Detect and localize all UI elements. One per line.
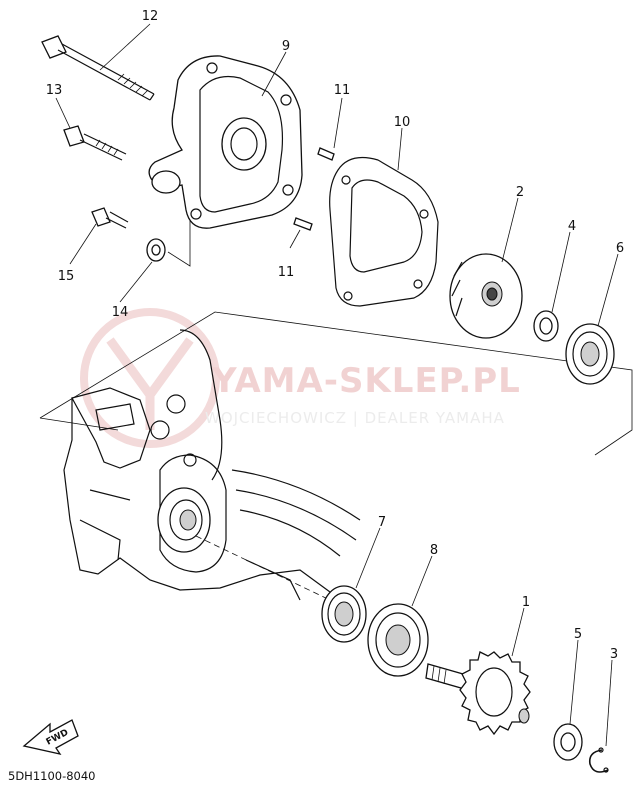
bearing-7 (321, 585, 367, 643)
reference-code: 5DH1100-8040 (8, 769, 96, 783)
callout-8: 8 (430, 543, 438, 558)
plane-outline (39, 311, 633, 456)
impeller-2 (449, 253, 523, 339)
washer-5 (553, 723, 583, 761)
callout-3: 3 (610, 647, 618, 662)
bolt-13 (63, 125, 127, 161)
callout-labels: 12 13 9 11 10 2 4 6 11 15 14 7 8 1 5 3 (46, 9, 624, 662)
callout-1: 1 (522, 595, 530, 610)
bearing-8 (367, 603, 429, 677)
bolt-12 (41, 35, 155, 101)
watermark: YAMA-SKLEP.PL WOJCIECHOWICZ | DEALER YAM… (80, 308, 521, 448)
impeller-shaft-1 (425, 651, 531, 736)
callout-6: 6 (616, 241, 624, 256)
callout-10: 10 (394, 115, 411, 130)
washer-4 (533, 310, 559, 342)
washer-14 (146, 238, 166, 262)
circlip-3 (588, 747, 609, 773)
callout-14: 14 (112, 305, 129, 320)
callout-15: 15 (58, 269, 75, 284)
callout-11: 11 (334, 83, 351, 98)
leader-lines (55, 23, 619, 747)
fwd-arrow-icon: FWD (22, 719, 79, 755)
plane-outline-lower (39, 417, 119, 431)
watermark-logo-icon (80, 308, 220, 448)
pump-cover-9 (148, 55, 303, 229)
crankcase (63, 329, 361, 601)
callout-5: 5 (574, 627, 582, 642)
callout-9: 9 (282, 39, 290, 54)
callout-11b: 11 (278, 265, 295, 280)
dowel-pin-11a (317, 147, 335, 161)
dowel-pin-11b (293, 217, 313, 231)
callout-4: 4 (568, 219, 576, 234)
gasket-10 (329, 157, 439, 307)
watermark-subtitle: WOJCIECHOWICZ | DEALER YAMAHA (205, 409, 505, 427)
callout-2: 2 (516, 185, 524, 200)
callout-12: 12 (142, 9, 159, 24)
oil-seal-6 (565, 323, 615, 385)
watermark-title: YAMA-SKLEP.PL (211, 361, 521, 401)
callout-7: 7 (378, 515, 386, 530)
callout-13: 13 (46, 83, 63, 98)
drain-bolt-15 (91, 207, 129, 229)
